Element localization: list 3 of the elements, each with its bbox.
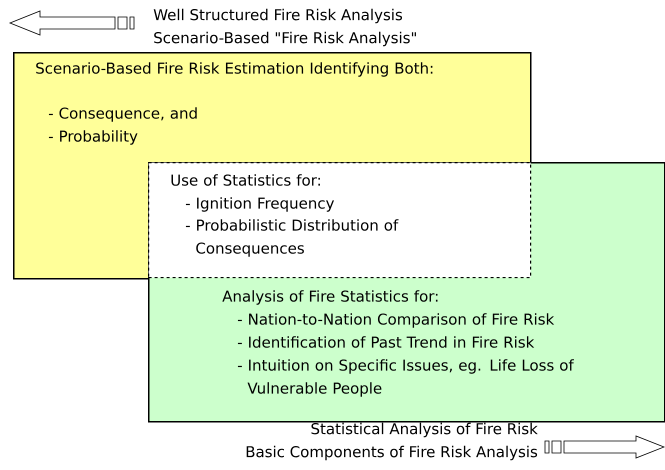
annotation-text: Basic Components of Fire Risk Analysis — [246, 446, 538, 460]
overlap-box: Use of Statistics for: - Ignition Frequency - Probabilistic Distribution of Consequences — [148, 162, 532, 278]
annotation-text: Well Structured Fire Risk Analysis — [154, 8, 402, 24]
